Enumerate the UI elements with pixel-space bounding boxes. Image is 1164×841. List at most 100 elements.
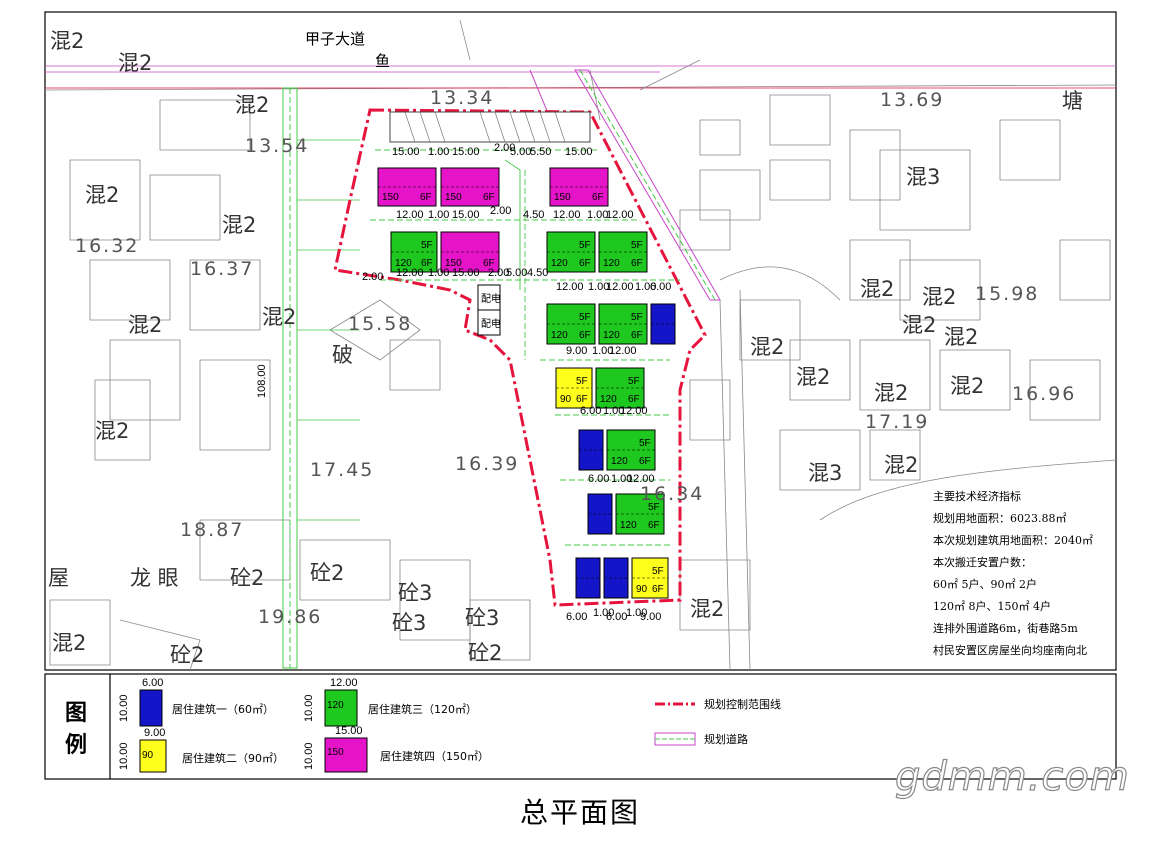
building-area-label: 90 [636,584,648,595]
building-area-label: 120 [395,258,412,269]
mat-15: 混2 [796,365,830,389]
mat-longyan: 龙 眼 [130,566,179,590]
label-tang: 塘 [1062,89,1083,113]
dim-r2-4: 4.50 [523,209,544,221]
info-heading: 主要技术经济指标 [933,489,1021,503]
building-floor-lower: 6F [483,192,495,203]
building-area-label: 120 [603,258,620,269]
key-indicators: 主要技术经济指标 规划用地面积：6023.88㎡ 本次规划建筑用地面积：2040… [933,489,1093,657]
legend-label-boundary: 规划控制范围线 [704,697,781,711]
building-floor-lower: 6F [579,258,591,269]
dim-r7-4: 9.00 [640,611,661,623]
elevation-2: 13.54 [245,135,309,157]
dist-label-1: 配电 [481,292,501,305]
mat-5: 混2 [222,213,256,237]
dim-r3-0: 12.00 [396,267,424,279]
building-area-label: 150 [382,192,399,203]
boundary-line [333,108,707,607]
dim-r2-0: 12.00 [396,209,424,221]
road-name-jiazi: 甲子大道 [305,30,365,48]
dim-r7-2: 6.00 [606,611,627,623]
dim-r7-1: 1.00 [593,607,614,619]
dim-r5-0: 6.00 [580,405,601,417]
dim-r2-5: 12.00 [553,209,581,221]
distribution-boxes: 配电 配电 [477,284,501,336]
watermark: gdmm.com [895,754,1130,800]
dim-r1-0: 15.00 [392,146,420,158]
info-line-7: 村民安置区房屋坐向均座南向北 [933,643,1087,657]
legend-title-1: 图 [65,701,87,726]
mat-2: 混2 [118,51,152,75]
mat-18: 混3 [808,461,842,485]
building-floor-lower: 6F [592,192,604,203]
building-area-label: 150 [445,258,462,269]
building-area-label: 120 [611,456,628,467]
building-area-label: 120 [551,330,568,341]
dim-r3-3: 2.00 [488,267,509,279]
mat-13: 混2 [944,325,978,349]
mat-22: 砼2 [310,561,344,585]
building-floor-lower: 6F [576,394,588,405]
dist-label-2: 配电 [481,317,501,330]
building-floor-upper: 5F [652,566,664,577]
elevation-labels: 13.34 13.54 13.69 16.32 16.37 15.58 15.9… [75,87,1074,628]
legend-90-w: 9.00 [144,727,165,739]
building-floor-upper: 5F [579,312,591,323]
dim-r4-0: 9.00 [566,345,587,357]
legend-label-60: 居住建筑一（60㎡） [172,702,274,716]
info-line-5: 120㎡ 8户、150㎡ 4户 [933,599,1051,613]
mat-6: 混2 [128,313,162,337]
elevation-12: 16.34 [640,483,704,505]
legend-150-h: 10.00 [303,742,315,770]
dim-r6-1: 1.00 [611,473,632,485]
legend-60-h: 10.00 [118,694,130,722]
dim-r3-10: 6.00 [650,281,671,293]
dim-r6-2: 12.00 [627,473,655,485]
legend-label-90: 居住建筑二（90㎡） [182,751,284,765]
building-floor-upper: 5F [628,376,640,387]
mat-wu: 屋 [48,566,69,590]
dim-r5-1: 1.00 [603,405,624,417]
building-floor-upper: 5F [421,240,433,251]
legend-120-w: 12.00 [330,677,358,689]
building-floor-upper: 5F [579,240,591,251]
legend-120-h: 10.00 [303,694,315,722]
building-floor-upper: 5F [648,502,660,513]
dim-r2-2: 15.00 [452,209,480,221]
building-b150-4 [440,231,500,273]
building-floor-lower: 6F [631,258,643,269]
dim-r3-1: 1.00 [428,267,449,279]
dim-r2-3: 2.00 [490,205,511,217]
building-floor-upper: 5F [639,438,651,449]
building-area-label: 120 [600,394,617,405]
dim-r3-7: 1.00 [588,281,609,293]
dim-r3-8: 12.00 [606,281,634,293]
mat-16: 混2 [874,381,908,405]
dim-left-total: 108.00 [256,364,268,398]
mat-8: 混2 [95,419,129,443]
building-floor-upper: 5F [631,240,643,251]
mat-9: 混3 [906,165,940,189]
mat-11: 混2 [922,285,956,309]
legend: 图 例 6.00 10.00 居住建筑一（60㎡） 90 9.00 10.00 … [44,673,1117,780]
dim-r4-2: 12.00 [609,345,637,357]
dim-r3-6: 12.00 [556,281,584,293]
building-floor-lower: 6F [639,456,651,467]
elevation-6: 15.58 [348,313,412,335]
info-line-6: 连排外围道路6m，街巷路5m [933,621,1078,635]
mat-28: 混2 [52,631,86,655]
legend-label-road: 规划道路 [704,732,748,746]
elevation-9: 17.19 [865,411,929,433]
dim-r7-3: 1.00 [626,607,647,619]
dim-r2-1: 1.00 [428,209,449,221]
building-floor-lower: 6F [631,330,643,341]
legend-swatch-90 [139,739,167,773]
elevation-13: 18.87 [180,519,244,541]
mat-17: 混2 [950,374,984,398]
mat-12: 混2 [902,313,936,337]
legend-90-h: 10.00 [118,742,130,770]
legend-120-area: 120 [327,700,344,711]
building-b150-2 [549,167,609,207]
